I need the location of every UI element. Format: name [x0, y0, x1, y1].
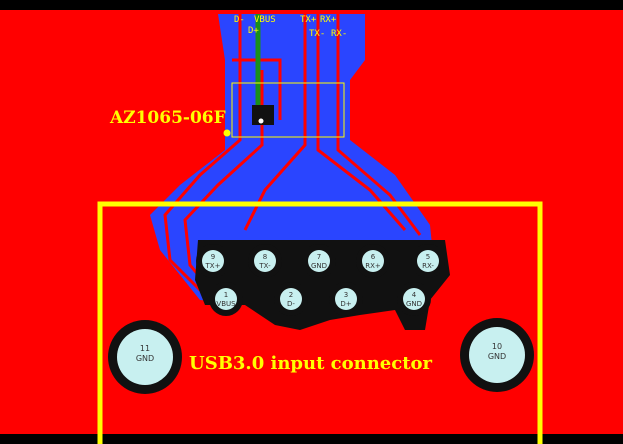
- pin-5-number: 5: [426, 253, 430, 261]
- component-pin-dot: [258, 118, 264, 124]
- pin-8-number: 8: [263, 253, 267, 261]
- pin-9: 9TX+: [196, 244, 230, 278]
- pin-1-number: 1: [224, 291, 228, 299]
- component-outline: [231, 82, 345, 138]
- label-tx-minus: TX-: [309, 29, 325, 39]
- trace-gap-4: [316, 14, 407, 231]
- pin-2: 2D-: [274, 282, 308, 316]
- mount-pad-11-name: GND: [136, 354, 154, 363]
- trace-gap-3: [243, 14, 307, 231]
- mount-pad-10-num: 10: [492, 342, 502, 351]
- pin-3: 3D+: [329, 282, 363, 316]
- mount-pad-10-name: GND: [488, 352, 506, 361]
- mount-pad-11: 11 GND: [108, 320, 182, 394]
- mount-pad-11-num: 11: [140, 344, 150, 353]
- pin-4-number: 4: [412, 291, 417, 299]
- top-edge-strip: [0, 0, 623, 10]
- pin-4-name: GND: [406, 300, 422, 308]
- pin-3-number: 3: [344, 291, 348, 299]
- pin-9-number: 9: [211, 253, 215, 261]
- mount-pad-10: 10 GND: [460, 318, 534, 392]
- pin-7-number: 7: [317, 253, 321, 261]
- pin-2-name: D-: [287, 300, 295, 308]
- label-tx-plus: TX+: [300, 15, 317, 25]
- label-d-plus: D+: [248, 26, 259, 36]
- pin-3-name: D+: [340, 300, 351, 308]
- component-label: AZ1065-06F: [109, 108, 226, 128]
- pin-8: 8TX-: [248, 244, 282, 278]
- pin-7-name: GND: [311, 262, 327, 270]
- pin-6-number: 6: [371, 253, 376, 261]
- pin1-marker: [223, 129, 231, 137]
- pin-6: 6RX+: [356, 244, 390, 278]
- connector-label: USB3.0 input connector: [189, 353, 433, 374]
- trace-gap-5: [336, 14, 422, 236]
- pin-5: 5RX-: [411, 244, 445, 278]
- label-rx-minus: RX-: [331, 29, 347, 39]
- component-body: [252, 105, 274, 125]
- pin-5-name: RX-: [422, 262, 434, 270]
- trace-gap-6: [232, 58, 282, 120]
- pin-9-name: TX+: [205, 262, 221, 270]
- bottom-edge-strip: [0, 434, 623, 444]
- connector-outline: [97, 201, 543, 444]
- pin-8-name: TX-: [258, 262, 271, 270]
- pin-6-name: RX+: [365, 262, 381, 270]
- pin-1-name: VBUS: [216, 300, 236, 308]
- pin-2-number: 2: [289, 291, 293, 299]
- label-rx-plus: RX+: [320, 15, 337, 25]
- trace-gap-1: [163, 14, 242, 292]
- label-vbus: VBUS: [254, 15, 276, 25]
- label-d-minus: D-: [234, 15, 245, 25]
